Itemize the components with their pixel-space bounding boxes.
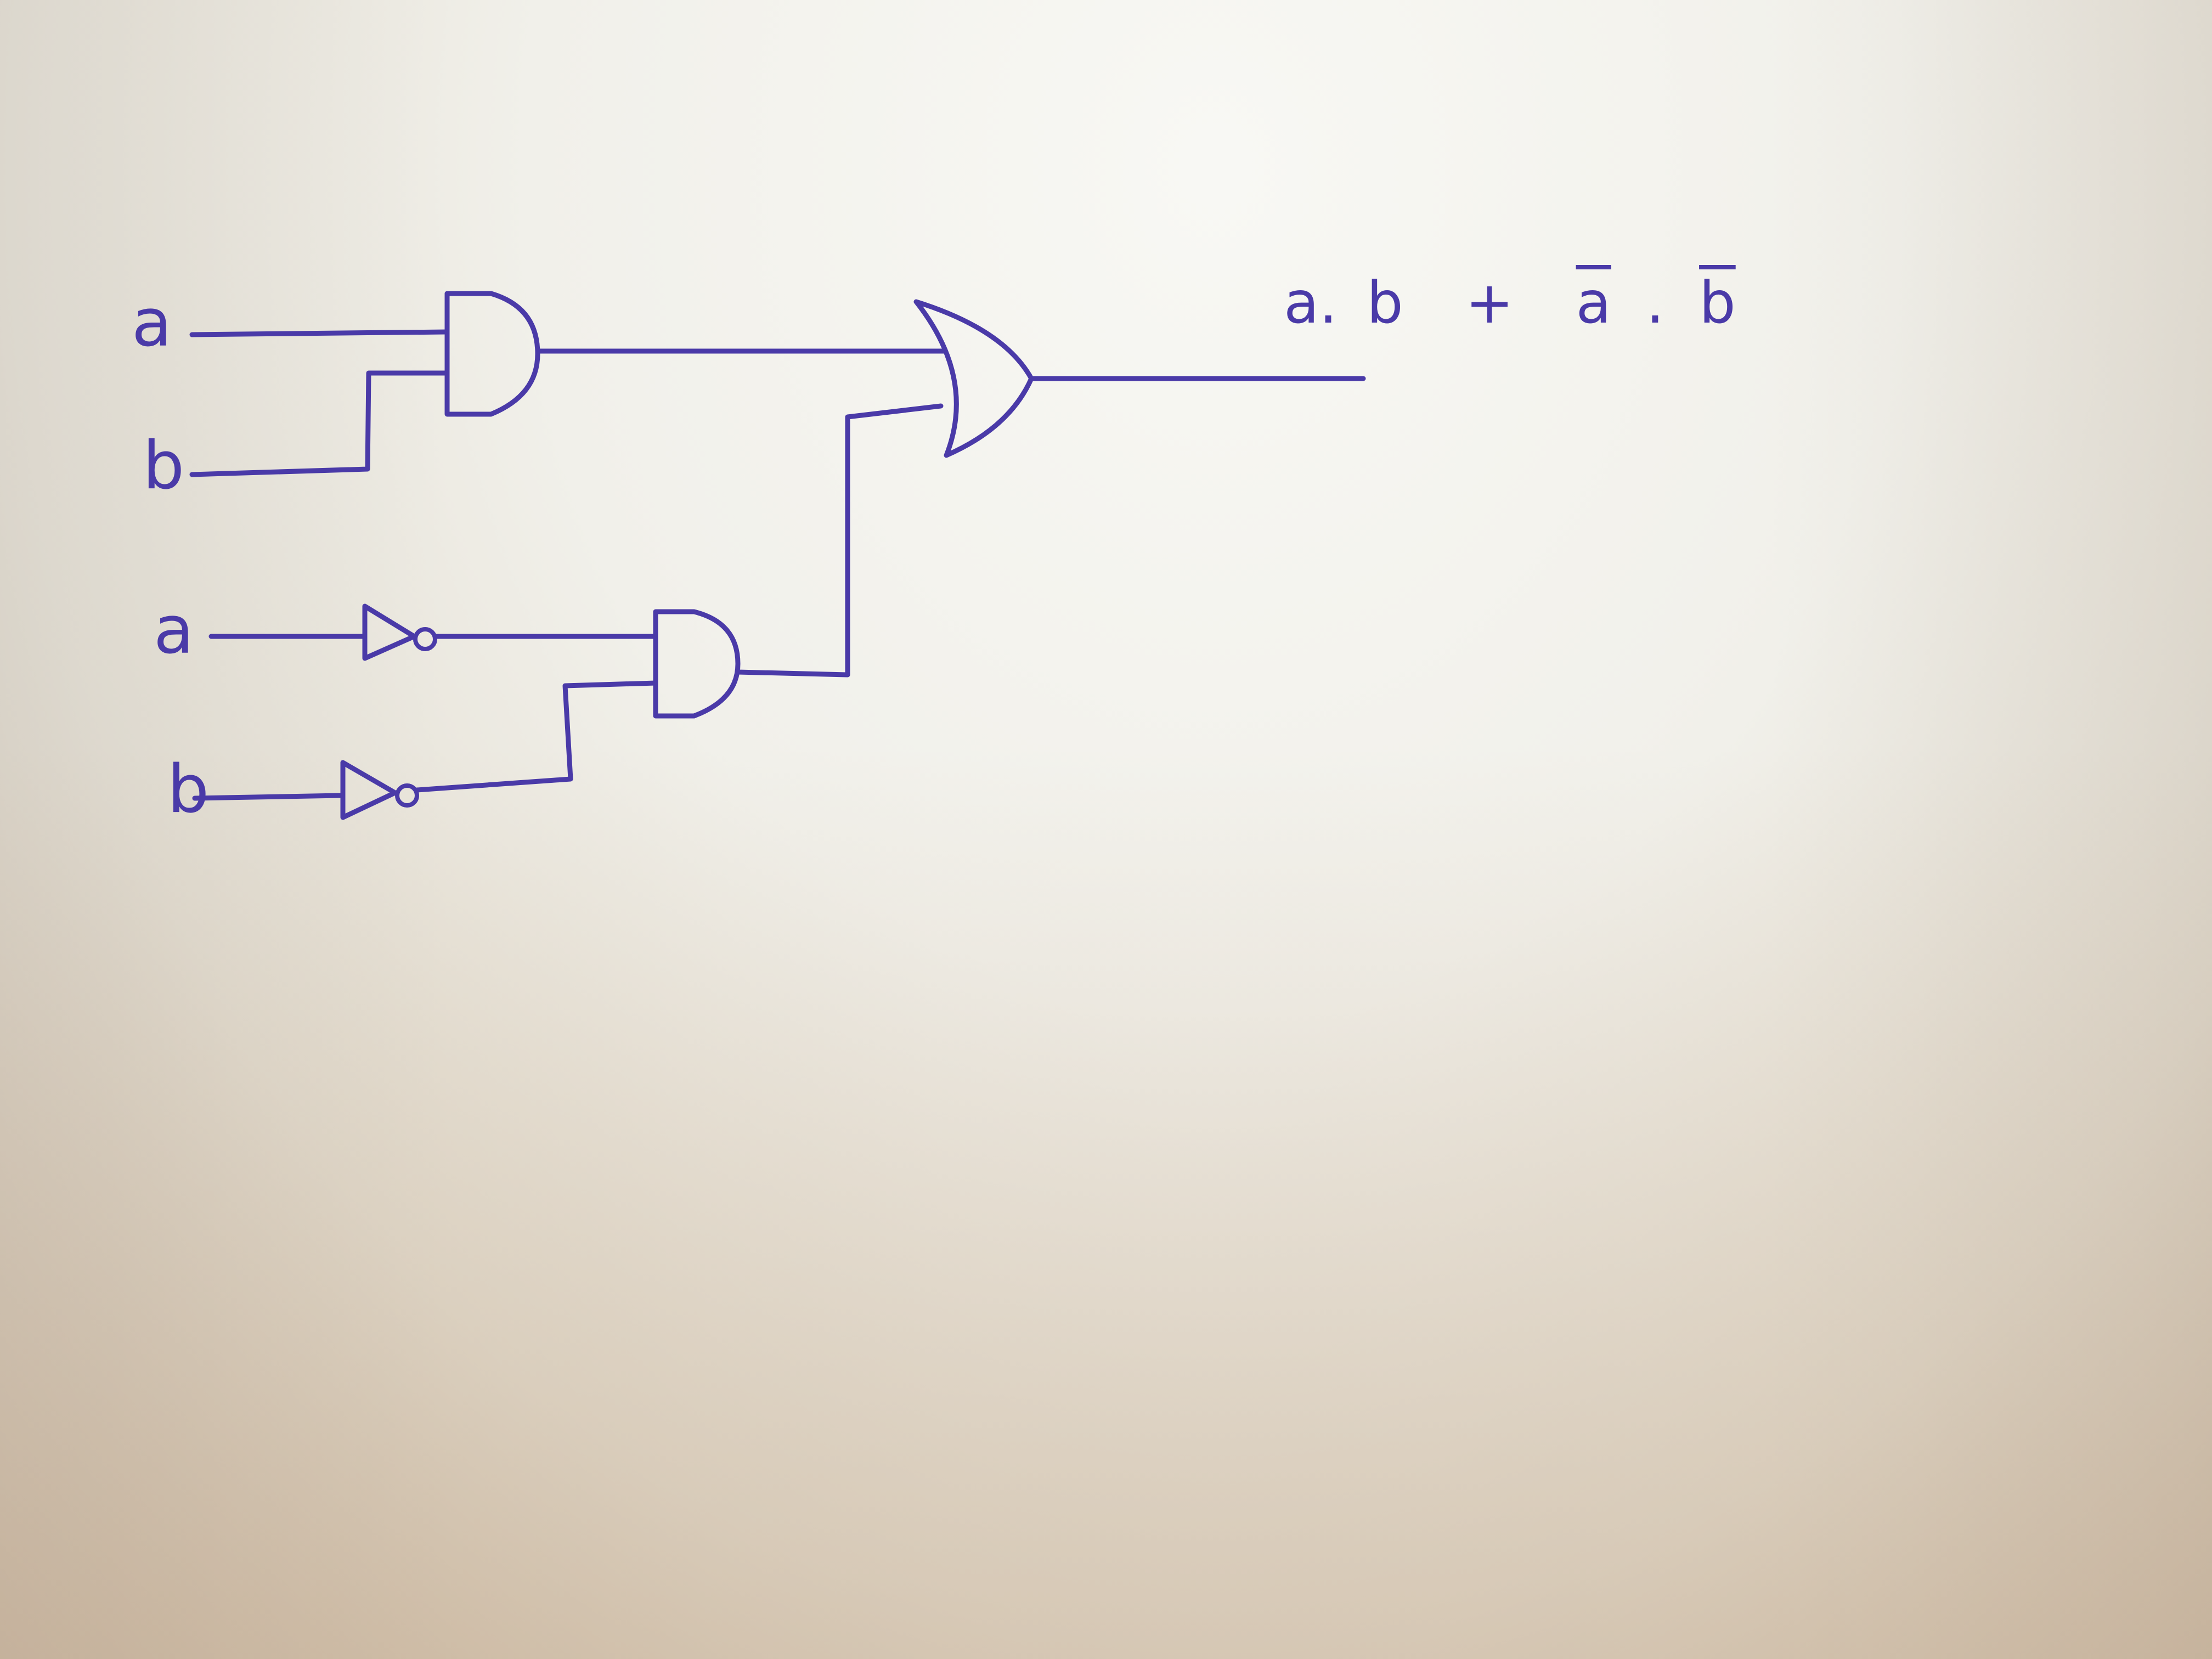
or-gate [913,299,1034,458]
and-gate-1 [444,291,540,417]
wire-a-to-and-1 [189,329,450,337]
not-gate-a-bubble [413,627,437,651]
input-label-b-bottom: b [167,752,210,828]
not-gate-b-bubble [395,783,419,808]
input-label-a-top: a [132,285,172,362]
and-gate-2 [653,609,741,719]
not-gate-b [340,760,398,820]
expr-a2-overlined: a [1576,269,1611,336]
input-label-b-top: b [143,428,185,504]
wire-b-to-not-b [192,793,343,801]
expr-a1: a [1284,269,1319,336]
wire-and-2-to-or [735,403,944,678]
wire-not-b-to-and-2 [414,680,658,793]
expr-b1: b [1367,269,1403,336]
not-gate-a [362,603,417,661]
expr-plus: + [1465,269,1514,336]
input-label-a-bottom: a [154,592,194,669]
wire-b-to-and-1 [189,370,450,477]
expr-b2-overlined: b [1699,269,1736,336]
expr-dot2: . [1646,269,1664,336]
output-expression: a. b + a . b [1284,274,1736,332]
expr-dot1: . [1319,269,1338,336]
